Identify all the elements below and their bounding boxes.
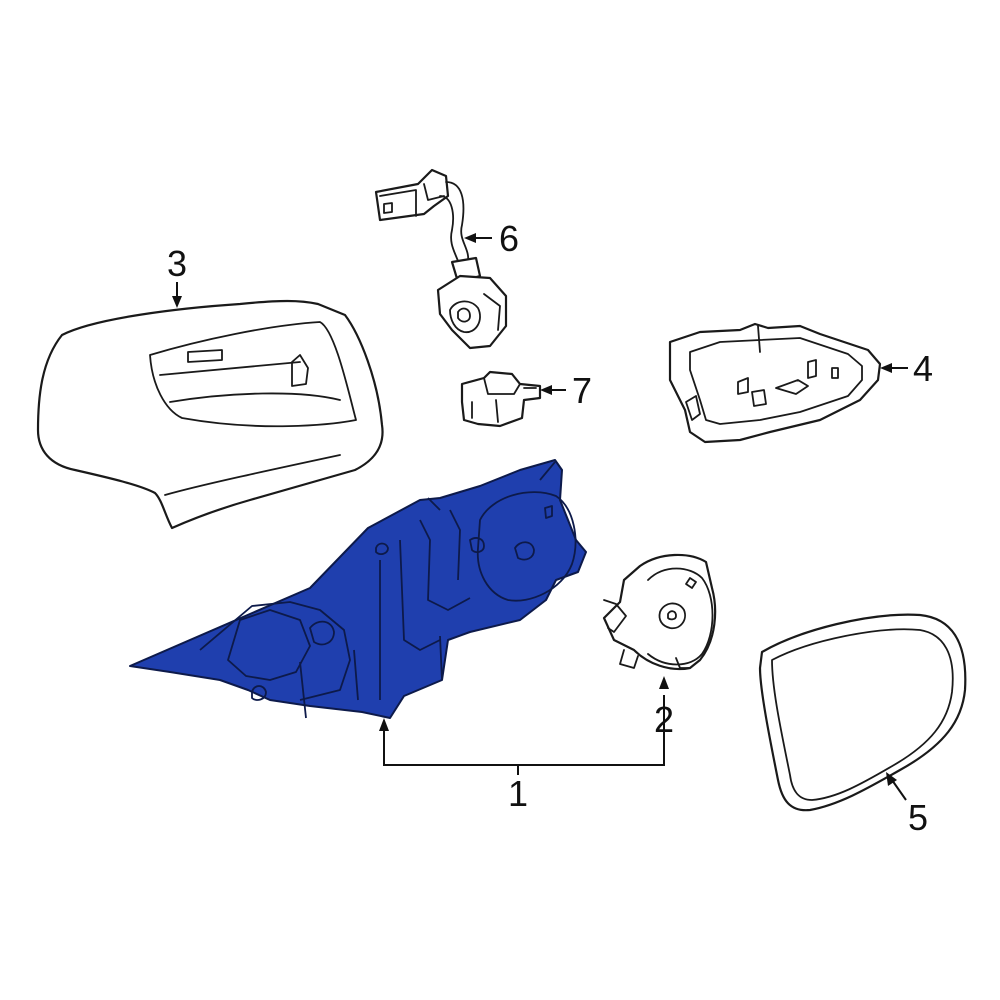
leader-lines xyxy=(172,233,908,801)
arrowhead-2 xyxy=(659,676,669,689)
arrowhead-1 xyxy=(379,718,389,731)
part-5-mirror-glass xyxy=(758,613,967,812)
callout-7: 7 xyxy=(572,370,592,411)
callout-2: 2 xyxy=(654,699,674,740)
callout-4: 4 xyxy=(913,348,933,389)
arrowhead-4 xyxy=(880,363,892,373)
arrowhead-6 xyxy=(464,233,476,243)
part-4-mirror-housing-bracket xyxy=(668,322,882,444)
part-6-wiring-harness xyxy=(374,168,508,350)
part-7-connector xyxy=(460,370,542,428)
part-2-glass-actuator xyxy=(602,553,717,671)
callout-6: 6 xyxy=(499,218,519,259)
part-1-mirror-assembly-base xyxy=(129,459,587,719)
leader-5 xyxy=(891,779,907,801)
callout-5: 5 xyxy=(908,797,928,838)
callout-3: 3 xyxy=(167,243,187,284)
callout-1: 1 xyxy=(508,773,528,814)
arrowhead-7 xyxy=(540,385,552,395)
arrowhead-5 xyxy=(886,772,897,786)
leader-1 xyxy=(383,695,665,766)
arrowhead-3 xyxy=(172,296,182,308)
callout-numbers: 1 2 3 4 5 6 7 xyxy=(167,218,933,838)
part-3-mirror-cover xyxy=(36,299,384,530)
